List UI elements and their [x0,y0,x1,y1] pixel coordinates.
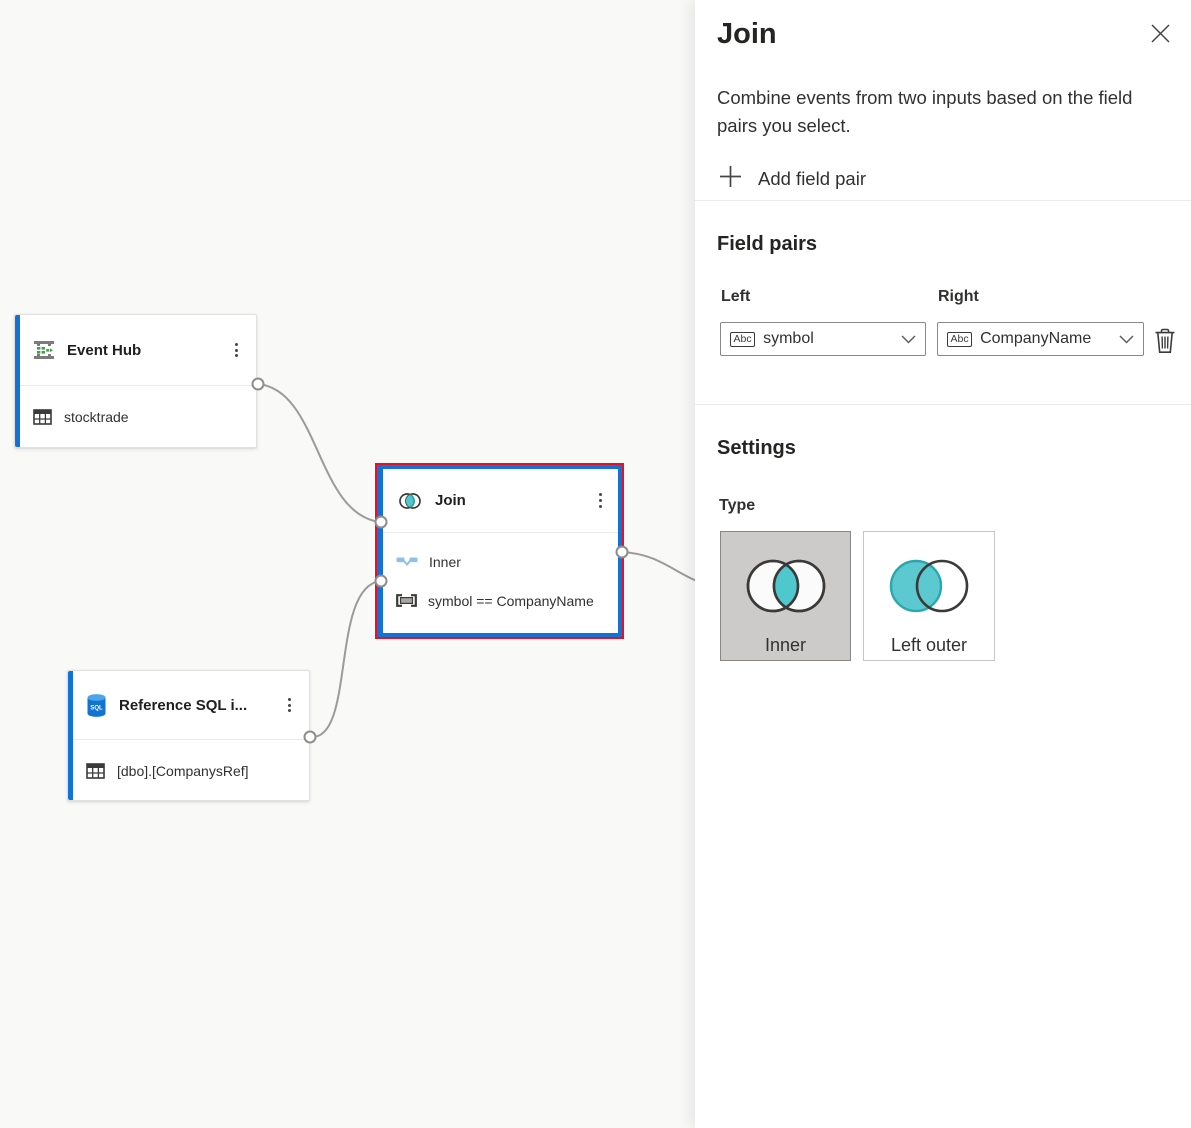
chevron-down-icon [901,334,916,344]
node-menu-button[interactable] [231,339,242,361]
node-join-selected[interactable]: Join Inner [375,463,624,639]
venn-inner-icon [735,552,837,625]
node-menu-button[interactable] [284,694,295,716]
left-field-value: symbol [763,330,814,347]
option-label: Left outer [890,635,968,655]
plus-icon [719,165,742,193]
join-settings-panel: Join Combine events from two inputs base… [695,0,1191,1128]
left-field-label: Left [721,288,751,305]
delete-field-pair-button[interactable] [1153,328,1177,354]
join-type-value: Inner [429,553,461,570]
right-field-value: CompanyName [980,330,1092,347]
field-pairs-heading: Field pairs [717,233,818,255]
add-field-pair-label: Add field pair [758,168,866,189]
join-type-icon [396,555,418,568]
join-condition-row: symbol == CompanyName [396,581,606,620]
table-icon [33,408,52,425]
divider [695,200,1191,201]
join-type-option-inner[interactable]: Inner [720,531,851,661]
panel-description: Combine events from two inputs based on … [717,87,1133,136]
node-menu-button[interactable] [595,489,606,511]
close-button[interactable] [1147,23,1173,49]
sql-database-icon: SQL [85,693,108,718]
svg-text:SQL: SQL [90,705,103,711]
add-field-pair-button[interactable]: Add field pair [719,165,866,193]
close-icon [1150,23,1171,49]
join-type-option-left-outer[interactable]: Left outer [863,531,995,661]
node-title: Reference SQL i... [119,696,248,714]
table-name: stocktrade [64,408,129,425]
node-accent-bar [15,315,20,447]
table-icon [86,762,105,779]
join-condition-value: symbol == CompanyName [428,592,594,609]
right-field-label: Right [938,288,979,305]
event-hub-icon [32,338,56,362]
trash-icon [1153,328,1177,358]
node-title: Join [435,492,466,509]
reference-sql-table-row: [dbo].[CompanysRef] [68,740,309,801]
node-event-hub[interactable]: Event Hub stocktrade [14,314,257,448]
diagram-canvas[interactable]: Event Hub stocktrade [0,0,695,1128]
abc-type-icon: Abc [730,331,756,347]
node-reference-sql[interactable]: SQL Reference SQL i... [dbo].[Compan [67,670,310,801]
join-venn-icon [396,492,424,510]
table-name: [dbo].[CompanysRef] [117,762,249,779]
event-hub-table-row: stocktrade [15,386,256,447]
left-field-dropdown[interactable]: Abc symbol [720,322,926,356]
field-pair-icon [396,594,417,607]
node-accent-bar [68,671,73,800]
reference-sql-header: SQL Reference SQL i... [68,671,309,740]
settings-heading: Settings [717,437,796,459]
event-hub-header: Event Hub [15,315,256,386]
abc-type-icon: Abc [947,331,973,347]
option-label: Inner [764,635,807,655]
node-title: Event Hub [67,341,142,359]
chevron-down-icon [1119,334,1134,344]
divider [695,404,1191,405]
panel-title: Join [717,18,777,50]
venn-left-outer-icon [878,552,980,625]
join-type-row: Inner [396,542,606,581]
join-header: Join [383,469,618,533]
right-field-dropdown[interactable]: Abc CompanyName [937,322,1144,356]
type-label: Type [719,497,756,514]
